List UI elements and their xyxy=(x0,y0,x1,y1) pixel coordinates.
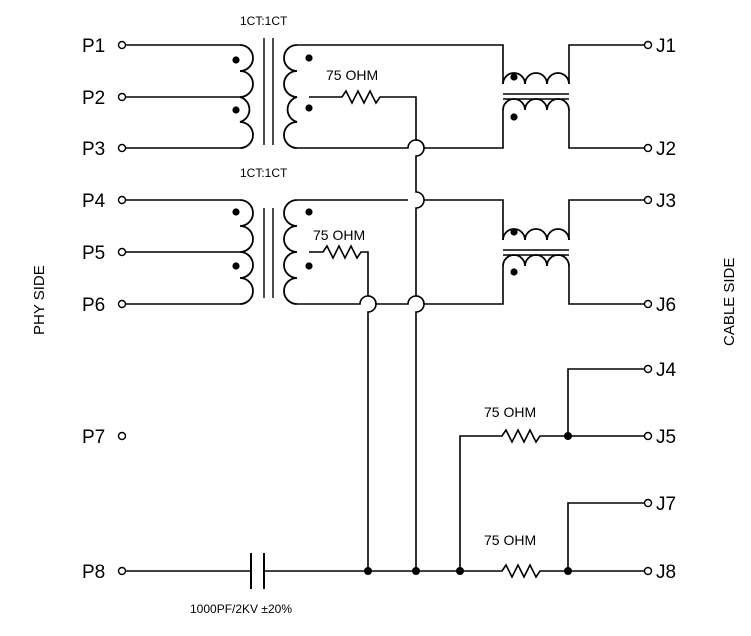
polarity-dot xyxy=(510,113,518,121)
terminal-p2 xyxy=(117,92,127,102)
wire-t1-secondary-bottom xyxy=(297,139,425,149)
resistor-label-2: 75 OHM xyxy=(313,227,365,243)
terminal-p7 xyxy=(117,431,127,441)
polarity-dot xyxy=(305,262,313,270)
resistor-2 xyxy=(309,244,369,296)
terminal-j3 xyxy=(643,195,653,205)
pin-label-j7: J7 xyxy=(656,494,676,515)
polarity-dot xyxy=(305,104,313,112)
junction-dot xyxy=(412,567,420,575)
junction-dot xyxy=(456,567,464,575)
pin-label-p7: P7 xyxy=(82,427,105,448)
pin-label-j4: J4 xyxy=(656,360,677,381)
common-mode-choke-1 xyxy=(297,44,644,149)
pin-label-p6: P6 xyxy=(82,295,105,316)
pin-label-j8: J8 xyxy=(656,562,676,583)
resistor-4 xyxy=(492,502,644,579)
polarity-dot xyxy=(232,106,240,114)
polarity-dot xyxy=(510,73,518,81)
pin-label-j1: J1 xyxy=(656,36,676,57)
terminal-j8 xyxy=(643,566,653,576)
resistor-1 xyxy=(309,89,417,140)
cable-side-label: CABLE SIDE xyxy=(721,258,738,346)
resistor-3 xyxy=(492,368,644,444)
wire-bus-3 xyxy=(459,435,492,571)
pin-label-p5: P5 xyxy=(82,243,105,264)
polarity-dot xyxy=(232,56,240,64)
terminal-j7 xyxy=(643,498,653,508)
terminal-j6 xyxy=(643,299,653,309)
pin-label-j2: J2 xyxy=(656,139,676,160)
pin-label-j6: J6 xyxy=(656,295,676,316)
pin-label-j3: J3 xyxy=(656,191,676,212)
polarity-dot xyxy=(305,208,313,216)
wire-bus-1 xyxy=(415,139,425,571)
capacitor-1000pf xyxy=(126,553,492,589)
pin-label-p4: P4 xyxy=(82,191,106,212)
transformer-2 xyxy=(126,199,313,305)
terminal-p1 xyxy=(117,40,127,50)
terminal-p8 xyxy=(117,566,127,576)
junction-dot xyxy=(564,567,572,575)
resistor-label-3: 75 OHM xyxy=(484,404,536,420)
polarity-dot xyxy=(510,268,518,276)
terminal-j1 xyxy=(643,40,653,50)
polarity-dot xyxy=(510,228,518,236)
polarity-dot xyxy=(232,262,240,270)
transformer-1 xyxy=(126,38,313,149)
polarity-dot xyxy=(232,208,240,216)
resistor-label-1: 75 OHM xyxy=(326,67,378,83)
pin-label-p8: P8 xyxy=(82,562,105,583)
resistor-label-4: 75 OHM xyxy=(484,532,536,548)
phy-terminals xyxy=(117,40,127,576)
pin-label-p1: P1 xyxy=(82,36,105,57)
polarity-dot xyxy=(305,54,313,62)
capacitor-label: 1000PF/2KV ±20% xyxy=(190,602,292,616)
wire-t2-secondary-bottom xyxy=(297,295,425,305)
terminal-j5 xyxy=(643,431,653,441)
pin-label-p2: P2 xyxy=(82,88,105,109)
terminal-p6 xyxy=(117,299,127,309)
junctions xyxy=(364,432,572,575)
junction-dot xyxy=(564,432,572,440)
transformer-ratio-label-1: 1CT:1CT xyxy=(240,14,288,28)
junction-dot xyxy=(364,567,372,575)
pin-label-j5: J5 xyxy=(656,427,676,448)
terminal-p3 xyxy=(117,143,127,153)
terminal-j2 xyxy=(643,143,653,153)
terminal-j4 xyxy=(643,364,653,374)
wire-bus-2 xyxy=(367,295,377,571)
pin-label-p3: P3 xyxy=(82,139,105,160)
transformer-ratio-label-2: 1CT:1CT xyxy=(240,166,288,180)
terminal-p5 xyxy=(117,247,127,257)
common-mode-choke-2 xyxy=(297,199,644,305)
phy-side-label: PHY SIDE xyxy=(31,265,48,335)
cable-terminals xyxy=(643,40,653,576)
terminal-p4 xyxy=(117,195,127,205)
